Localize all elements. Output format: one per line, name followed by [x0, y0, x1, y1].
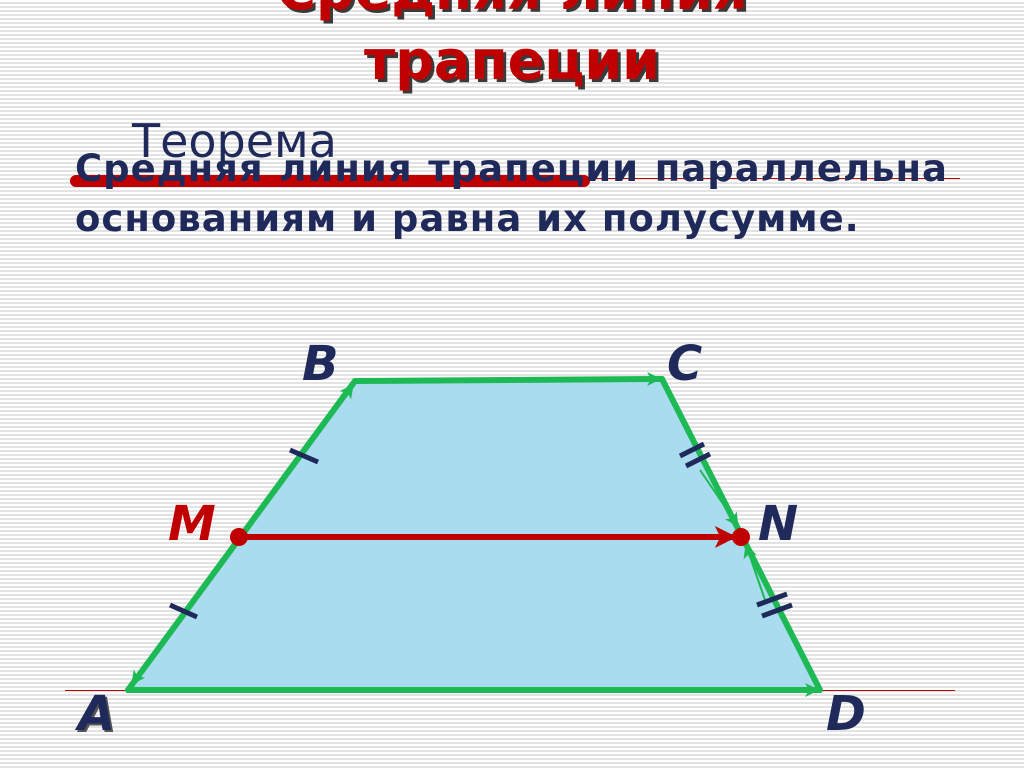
point-label-n: N [758, 496, 798, 552]
tick-mark-cn-2 [684, 451, 712, 469]
tick-mark-bm [289, 447, 319, 465]
vertex-label-a: A [74, 686, 115, 742]
vertex-label-d: D [826, 686, 866, 742]
slide-title-line-2: трапеции [363, 29, 661, 92]
point-label-m: M [168, 496, 216, 552]
point-n [732, 528, 750, 546]
vector-arrow-cn [699, 469, 739, 527]
tick-mark-nd-1 [756, 591, 788, 608]
slide-title-line-1: Средняя линия [0, 0, 1024, 18]
vertex-label-c: C [667, 336, 702, 392]
vertex-label-b: B [302, 336, 339, 392]
theorem-text: Средняя линия трапеции параллельна основ… [75, 147, 948, 240]
vector-arrow-ma [131, 644, 161, 685]
theorem-underline [70, 175, 590, 187]
header-rule [590, 178, 960, 179]
theorem-label: Теорема [132, 114, 337, 168]
tick-mark-cn-1 [678, 441, 706, 459]
tick-mark-nd-2 [761, 602, 793, 619]
point-m [230, 528, 248, 546]
tick-mark-ma [168, 602, 199, 620]
vector-arrow-dn [743, 543, 766, 601]
vector-arrow-ab [304, 384, 354, 451]
